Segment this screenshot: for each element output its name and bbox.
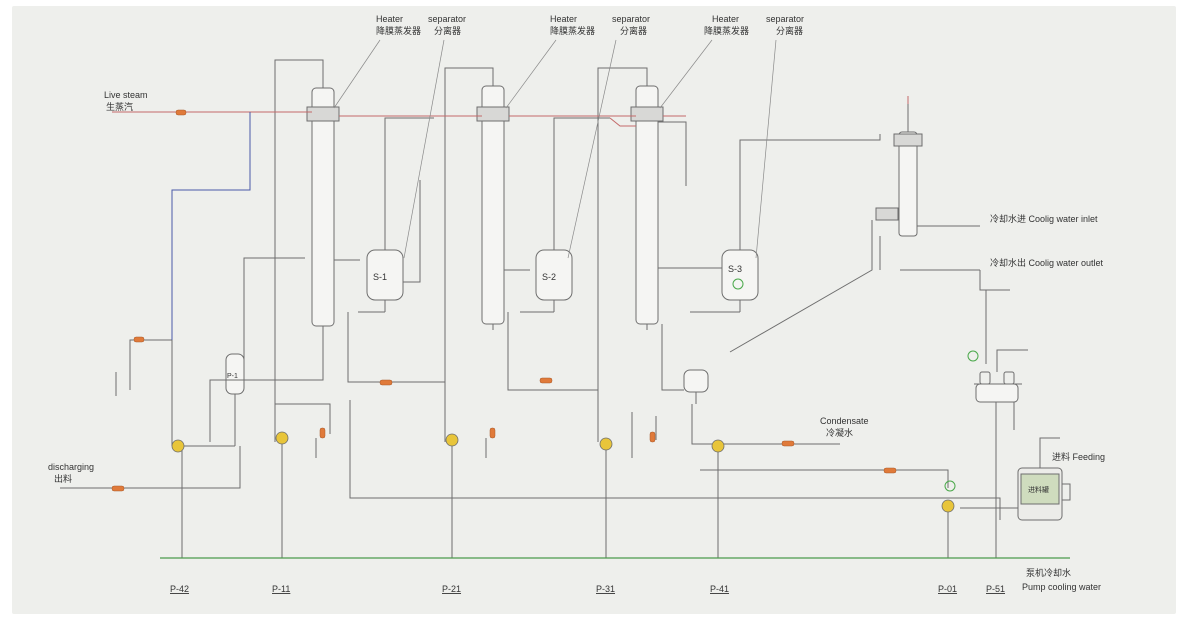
tag-separator-s3: S-3: [728, 264, 742, 274]
label-cooling-inlet: 冷却水进 Coolig water inlet: [990, 213, 1098, 224]
vacuum-pump: [974, 364, 1022, 403]
tag-pump-p41: P-41: [710, 584, 729, 594]
label-separator-2: separator: [612, 14, 650, 24]
label-live-steam-cn: 生蒸汽: [106, 101, 133, 112]
evaporator-3: [630, 72, 664, 330]
tag-preheater: P-1: [227, 373, 238, 380]
label-pump-cooling: Pump cooling water: [1022, 582, 1101, 592]
tag-pump-p01: P-01: [938, 584, 957, 594]
label-heater-1: Heater: [376, 14, 403, 24]
tag-feed-tank: 进料罐: [1028, 485, 1049, 494]
diagram-sheet: [12, 6, 1176, 614]
label-cooling-outlet: 冷却水出 Coolig water outlet: [990, 257, 1104, 268]
tag-separator-s1: S-1: [373, 272, 387, 282]
tag-pump-p31: P-31: [596, 584, 615, 594]
label-condensate: Condensate: [820, 416, 869, 426]
tag-pump-p21: P-21: [442, 584, 461, 594]
label-separator-1: separator: [428, 14, 466, 24]
pumps: [171, 431, 955, 513]
indicators: [732, 278, 979, 492]
label-condensate-cn: 冷凝水: [826, 427, 853, 438]
label-discharging: discharging: [48, 462, 94, 472]
label-separator-1-cn: 分离器: [434, 25, 461, 36]
preheater-vessel: [225, 353, 245, 446]
diagram-labels: Heater 降膜蒸发器 separator 分离器 Heater 降膜蒸发器 …: [48, 14, 1105, 594]
separator-s1: [366, 228, 404, 312]
label-heater-2-cn: 降膜蒸发器: [550, 25, 595, 36]
process-piping: [60, 59, 1071, 558]
feed-tank: [1017, 452, 1063, 521]
label-separator-3: separator: [766, 14, 804, 24]
flash-tank: [683, 369, 709, 404]
label-leaders: [333, 39, 777, 259]
label-heater-1-cn: 降膜蒸发器: [376, 25, 421, 36]
separator-s3: [721, 222, 759, 312]
label-pump-cooling-cn: 泵机冷却水: [1026, 567, 1071, 578]
condenser: [875, 104, 923, 237]
tag-pump-p42: P-42: [170, 584, 189, 594]
label-separator-3-cn: 分离器: [776, 25, 803, 36]
tag-separator-s2: S-2: [542, 272, 556, 282]
tag-pump-p51: P-51: [986, 584, 1005, 594]
valves: [111, 109, 897, 492]
steam-piping: [112, 96, 909, 340]
label-discharging-cn: 出料: [54, 473, 72, 484]
label-heater-3: Heater: [712, 14, 739, 24]
label-heater-2: Heater: [550, 14, 577, 24]
tag-pump-p11: P-11: [272, 584, 290, 594]
label-separator-2-cn: 分离器: [620, 25, 647, 36]
label-live-steam: Live steam: [104, 90, 148, 100]
evaporator-2: [476, 72, 510, 330]
label-feeding: 进料 Feeding: [1052, 451, 1105, 462]
label-heater-3-cn: 降膜蒸发器: [704, 25, 749, 36]
evaporator-1: [306, 74, 340, 332]
separator-s2: [535, 228, 573, 312]
